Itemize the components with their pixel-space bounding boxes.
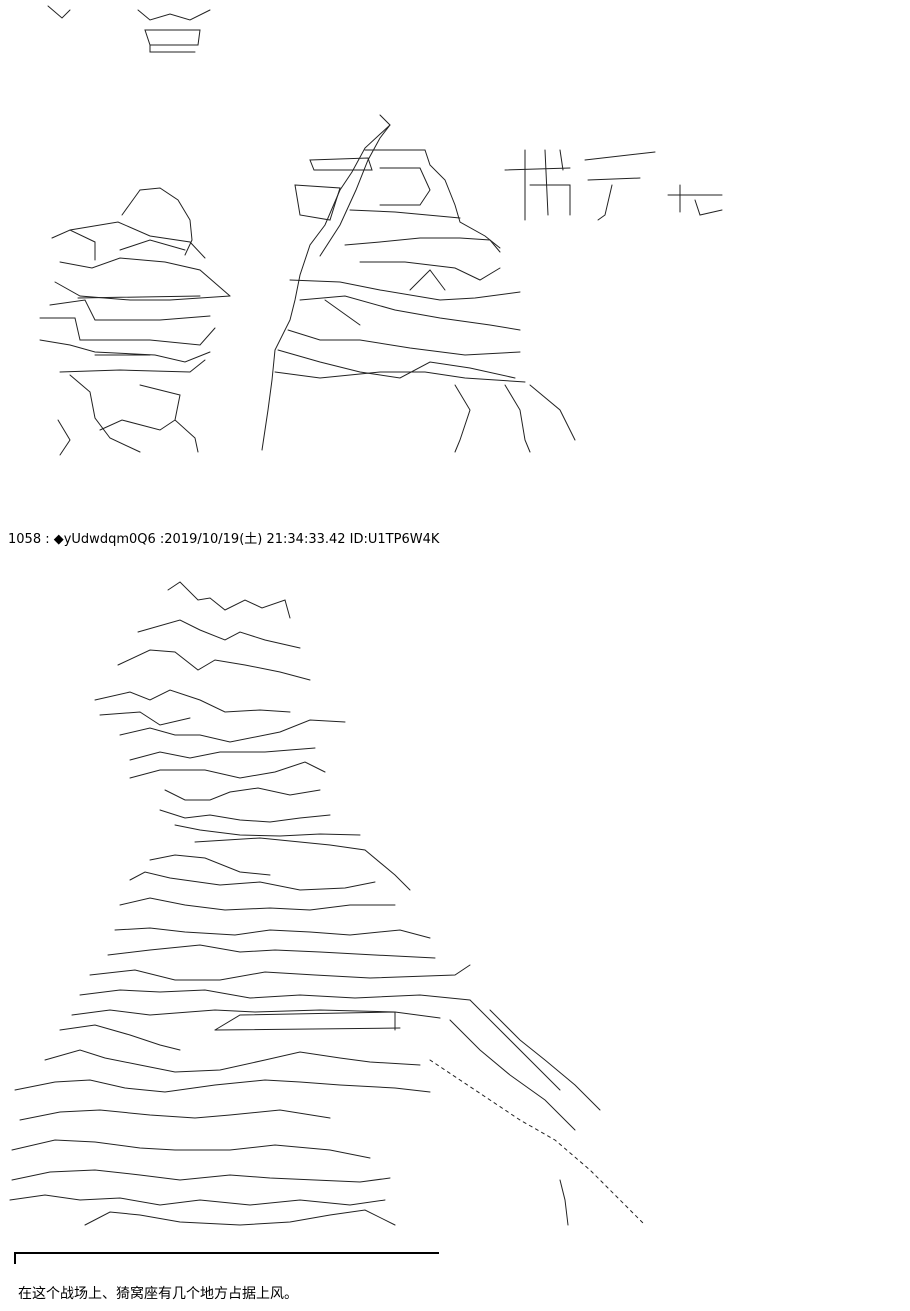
main-figure-brawler	[9, 581, 646, 1226]
sfx-glyphs	[504, 149, 723, 221]
right-figure-swordsman	[261, 114, 576, 453]
post-header: 1058 : ◆yUdwdqm0Q6 :2019/10/19(土) 21:34:…	[8, 532, 440, 547]
top-figure-fragment	[47, 5, 211, 53]
caption-divider	[14, 1252, 439, 1254]
caption-text: 在这个战场上、猗窝座有几个地方占据上风。	[18, 1286, 298, 1302]
caption-divider-tick	[14, 1252, 16, 1264]
left-figure-armored	[39, 187, 231, 456]
